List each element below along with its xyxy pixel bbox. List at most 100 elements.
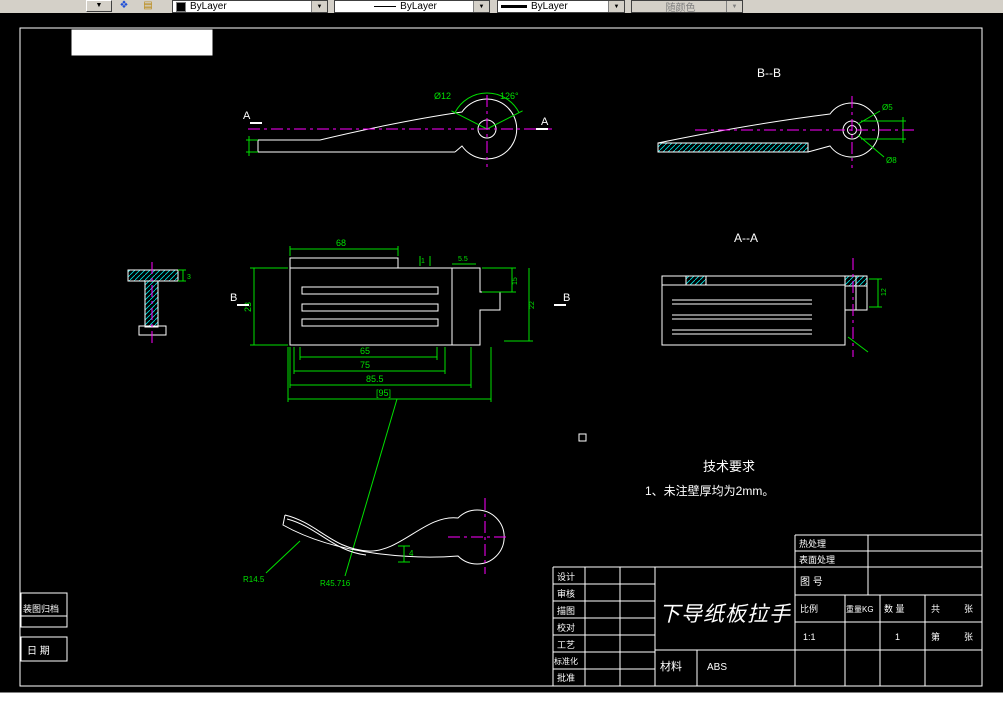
section-mark-a: A <box>541 116 549 128</box>
aa-dim-lines <box>847 278 882 353</box>
frame-labels: 装图归档 日 期 <box>23 603 59 657</box>
tb-row-standard: 标准化 <box>554 656 578 666</box>
blank-title-box <box>71 29 213 56</box>
label-section-bb: B--B <box>757 66 781 80</box>
dim-dia12: Ø12 <box>434 91 451 101</box>
qty-label: 数 量 <box>884 603 905 614</box>
heat-treatment-label: 热处理 <box>799 538 826 549</box>
tb-row-proof: 校对 <box>557 622 575 633</box>
dim-4: 4 <box>409 549 414 558</box>
weight-label: 重量KG <box>846 604 874 614</box>
dim-dia8: Ø8 <box>886 156 897 165</box>
plotstyle-value: 随颜色 <box>665 3 696 13</box>
surface-treatment-label: 表面处理 <box>799 554 835 565</box>
view-section-bb: Ø5 Ø8 <box>657 96 915 168</box>
front-cutting-lines <box>250 122 548 130</box>
layers-icon[interactable]: ❖ <box>119 0 129 11</box>
scale-label: 比例 <box>800 603 818 614</box>
dim-65: 65 <box>360 346 370 356</box>
plan-section-marks: B B <box>230 292 570 304</box>
canvas-background <box>0 13 1003 692</box>
view-section-aa: 12 <box>661 258 888 357</box>
section-mark-a: A <box>243 110 251 122</box>
dim-85-5: 85.5 <box>366 374 384 384</box>
object-properties-toolbar: ▼ ❖ ▤ ByLayer ▼ ByLayer ▼ ByLayer ▼ 随颜色 … <box>0 0 1003 13</box>
dim-95: [95] <box>376 388 391 398</box>
color-dropdown-arrow-icon[interactable]: ▼ <box>311 1 327 12</box>
command-line[interactable] <box>0 692 1003 707</box>
linetype-control[interactable]: ByLayer ▼ <box>334 0 490 13</box>
view-left-end: 3 <box>127 262 191 346</box>
linetype-value: ByLayer <box>400 1 437 12</box>
dim-5-5: 5.5 <box>458 256 468 263</box>
view-labels: B--B A--A <box>734 66 781 245</box>
dim-15: 15 <box>512 277 519 285</box>
front-dim-text: Ø12 126° <box>434 91 519 101</box>
dim-75: 75 <box>360 360 370 370</box>
total-unit: 张 <box>964 604 973 614</box>
dim-r14-5: R14.5 <box>243 575 265 584</box>
archive-label: 装图归档 <box>23 603 59 614</box>
material-label: 材料 <box>660 659 682 673</box>
sheet-unit: 张 <box>964 632 973 642</box>
tech-requirements: 技术要求 1、未注壁厚均为2mm。 <box>645 459 774 498</box>
tb-row-approve: 批准 <box>557 672 575 683</box>
front-centerlines <box>248 95 552 167</box>
bb-dim-lines <box>857 110 906 158</box>
front-section-marks: A A <box>243 110 549 128</box>
lineweight-dropdown-arrow-icon[interactable]: ▼ <box>608 1 624 12</box>
profile-centerlines <box>448 498 508 574</box>
label-section-aa: A--A <box>734 231 758 245</box>
dim-12: 12 <box>881 288 888 296</box>
color-control[interactable]: ByLayer ▼ <box>172 0 328 13</box>
plotstyle-dropdown-arrow-icon: ▼ <box>726 1 742 12</box>
layer-properties-icon[interactable]: ▤ <box>143 0 153 11</box>
dim-68: 68 <box>336 238 346 248</box>
aa-slots <box>672 299 812 335</box>
current-color-swatch <box>176 1 186 12</box>
drawing-frame <box>19 27 983 687</box>
plotstyle-control: 随颜色 ▼ <box>631 0 743 13</box>
color-value: ByLayer <box>190 1 227 12</box>
date-label: 日 期 <box>27 645 50 657</box>
tb-row-process: 工艺 <box>557 640 575 650</box>
bb-centerlines <box>695 96 915 168</box>
tb-row-check: 审核 <box>557 588 575 599</box>
titleblock-grid <box>552 534 982 686</box>
lineweight-control[interactable]: ByLayer ▼ <box>497 0 625 13</box>
part-name: 下导纸板拉手 <box>659 603 791 626</box>
view-plan: 68 1 5.5 15 22 23 65 75 85.5 [95] B B <box>230 238 570 577</box>
section-mark-b: B <box>230 292 237 304</box>
grip-point[interactable] <box>578 433 587 442</box>
dim-1: 1 <box>421 258 425 265</box>
linetype-dropdown-arrow-icon[interactable]: ▼ <box>473 1 489 12</box>
titleblock-text: 设计 审核 描图 校对 工艺 标准化 批准 下导纸板拉手 材料 ABS 热处理 … <box>554 538 973 683</box>
cad-drawing: 装图归档 日 期 Ø12 126° A A <box>0 13 1003 692</box>
profile-dim-text: R14.5 R45.716 4 <box>243 549 414 588</box>
dim-22: 22 <box>529 301 536 309</box>
dim-23: 23 <box>243 302 253 312</box>
end-dim-lines <box>178 269 186 282</box>
dim-r45-716: R45.716 <box>320 579 351 588</box>
bb-dim-text: Ø5 Ø8 <box>882 103 897 165</box>
tb-row-trace: 描图 <box>557 605 575 616</box>
view-front: Ø12 126° A A <box>243 91 552 167</box>
lineweight-value: ByLayer <box>531 1 568 12</box>
dim-dia5: Ø5 <box>882 103 893 112</box>
dim-3: 3 <box>187 274 191 281</box>
front-dim-lines <box>246 92 523 156</box>
tech-title: 技术要求 <box>703 459 755 474</box>
dim-126deg: 126° <box>500 91 519 101</box>
linetype-sample <box>374 6 397 7</box>
sheet-label: 第 <box>931 631 940 642</box>
tb-row-design: 设计 <box>557 571 575 582</box>
plan-dim-text: 68 1 5.5 15 22 23 65 75 85.5 [95] <box>243 238 536 398</box>
qty-value: 1 <box>895 632 900 642</box>
toolbar-flyout-button[interactable]: ▼ <box>86 0 112 12</box>
lineweight-sample <box>501 5 527 8</box>
section-mark-b: B <box>563 292 570 304</box>
plan-dim-lines <box>250 246 533 577</box>
total-label: 共 <box>931 604 940 614</box>
profile-dim-lines <box>265 540 410 574</box>
model-space[interactable]: 装图归档 日 期 Ø12 126° A A <box>0 13 1003 692</box>
